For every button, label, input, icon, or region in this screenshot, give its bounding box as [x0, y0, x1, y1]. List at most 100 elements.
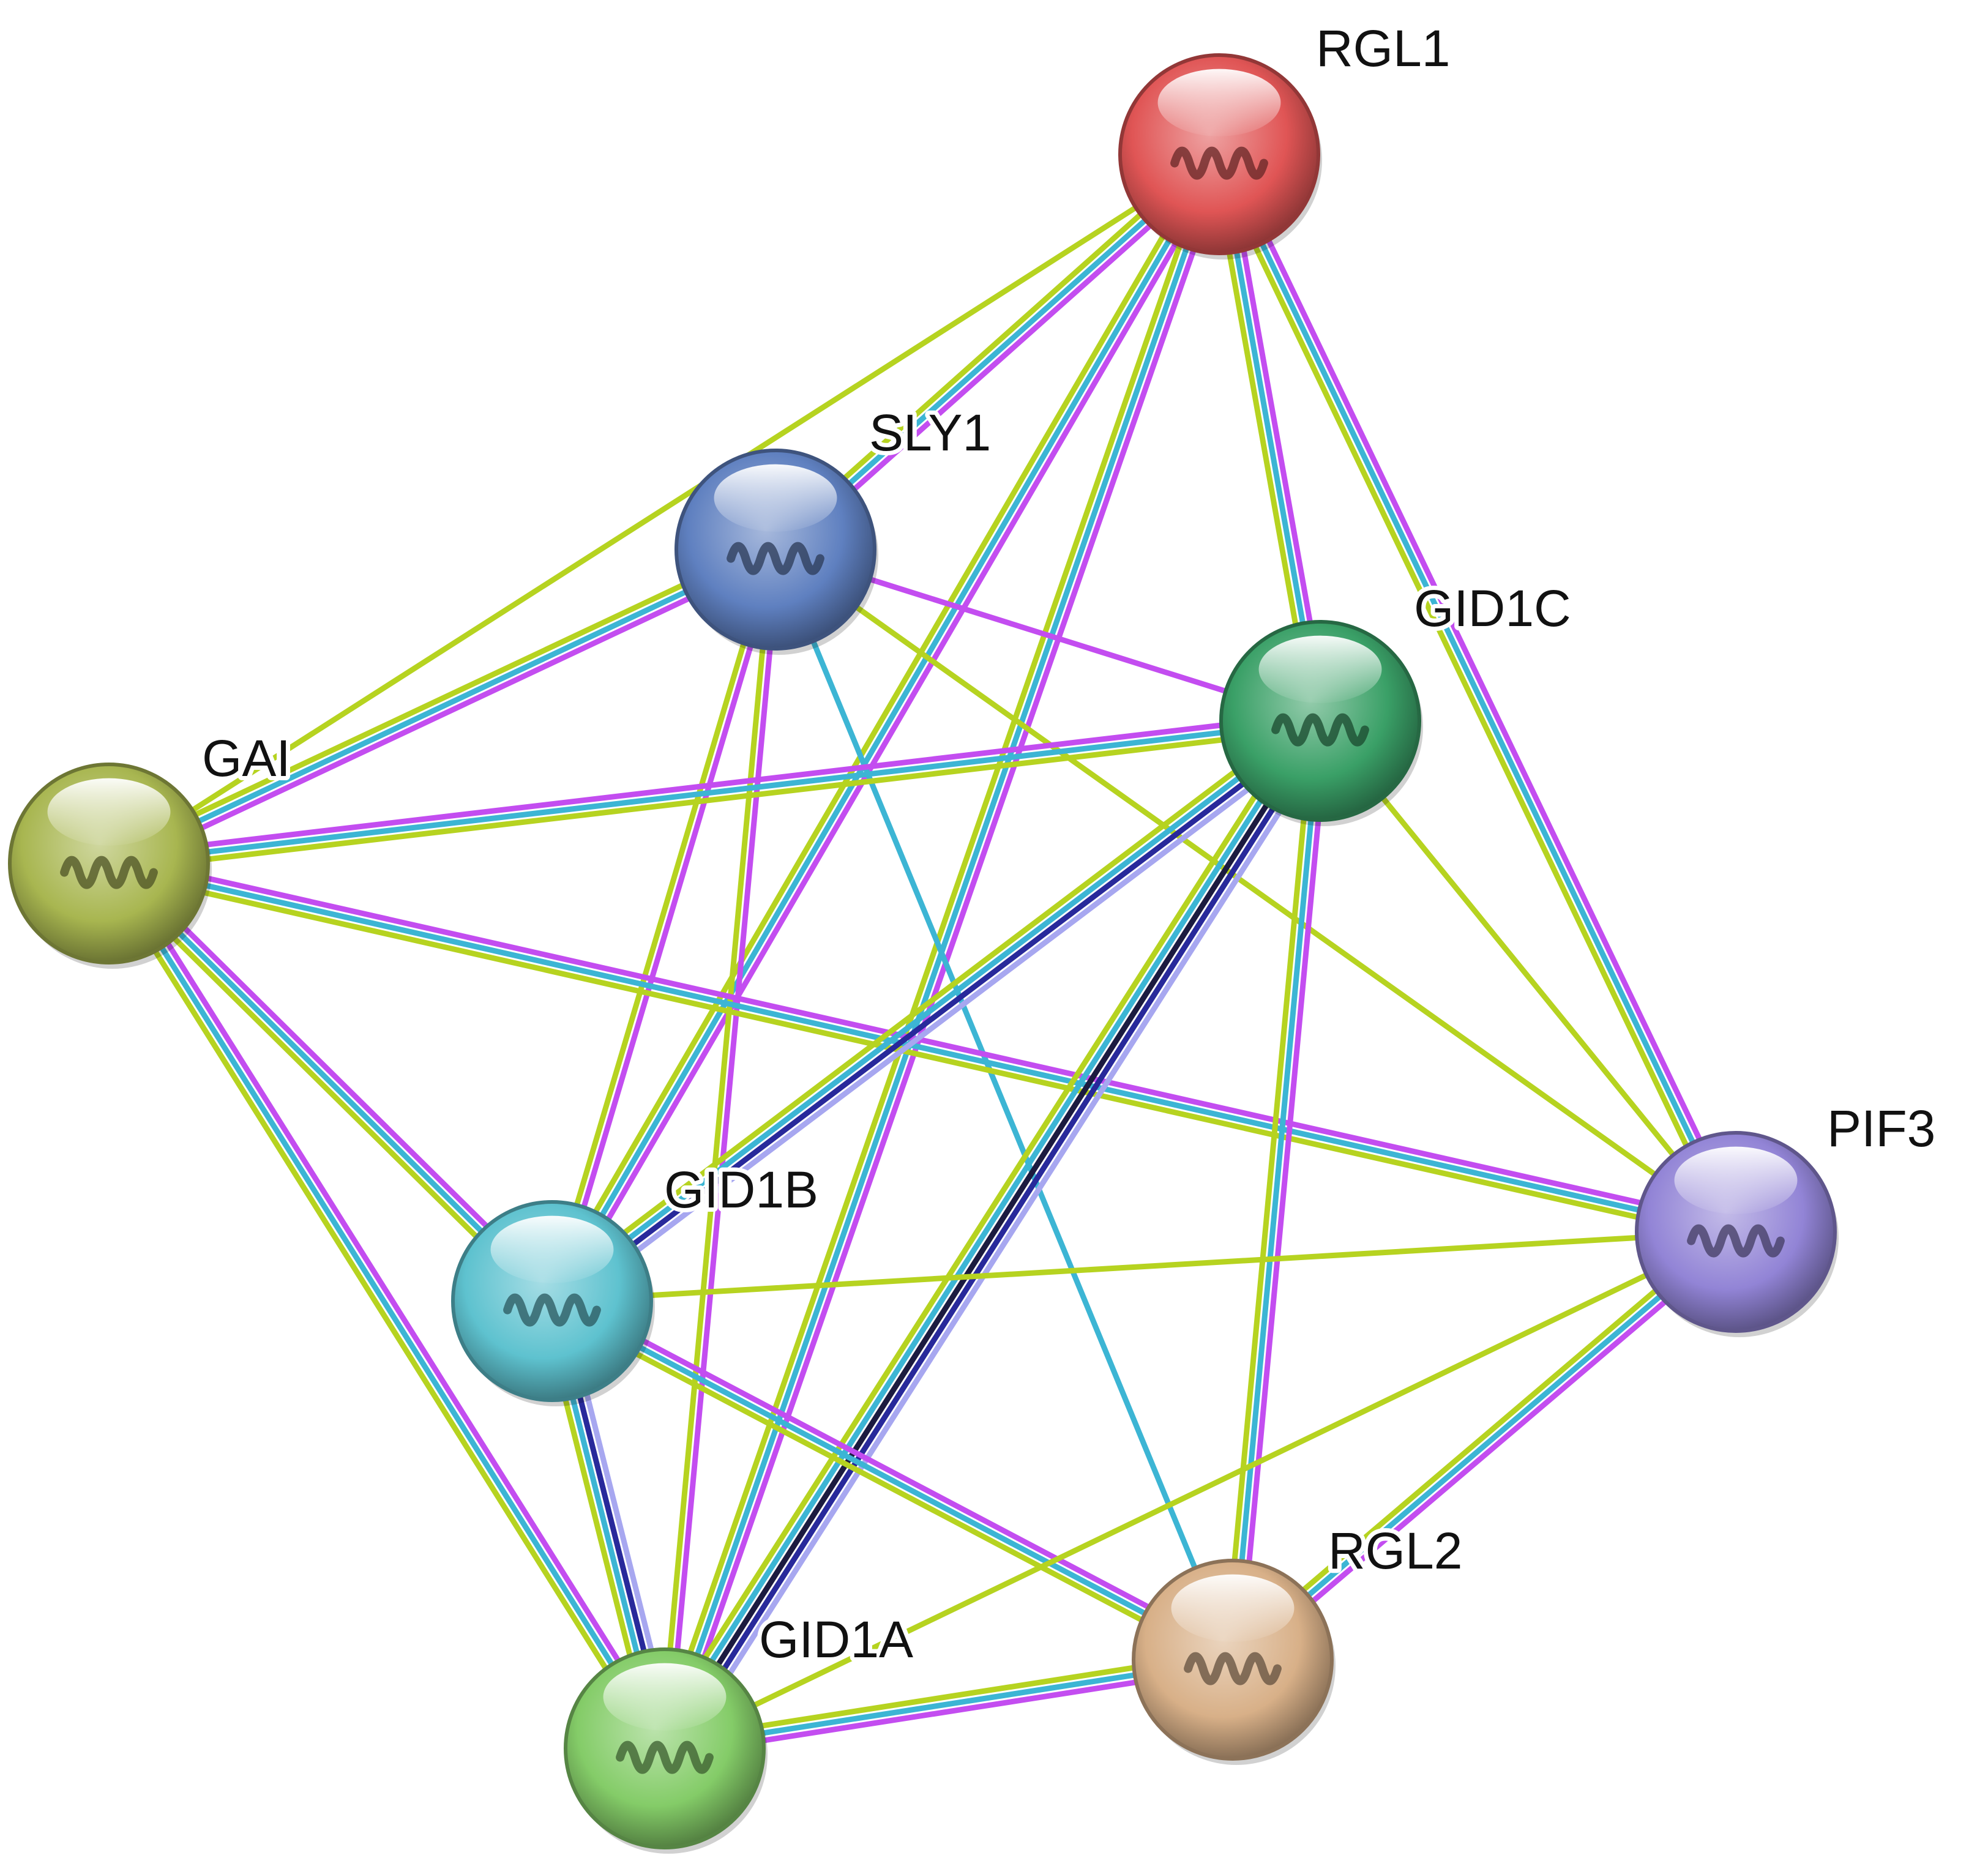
node-pif3[interactable] [1635, 1131, 1839, 1337]
evidence-line-homology [557, 727, 1329, 1312]
protein-structure-icon [60, 856, 158, 889]
node-label-gai: GAI [202, 729, 291, 787]
node-label-gid1a: GID1A [759, 1611, 913, 1668]
evidence-line-gene-fusion [553, 550, 782, 1303]
evidence-line-database [106, 862, 667, 1750]
edge-gid1c-pif3[interactable] [1318, 719, 1738, 1234]
protein-structure-icon [1271, 713, 1369, 747]
evidence-line-textmining [104, 540, 774, 860]
evidence-line-gene-fusion [1223, 149, 1745, 1230]
evidence-line-gene-fusion [556, 156, 1228, 1307]
node-sly1[interactable] [674, 449, 878, 655]
evidence-line-textmining [663, 1229, 1737, 1751]
evidence-line-textmining [545, 548, 775, 1301]
evidence-line-coexpression [552, 722, 1325, 1307]
protein-structure-icon [616, 1740, 714, 1774]
evidence-line-textmining [1210, 156, 1732, 1237]
edge-gai-gid1c[interactable] [108, 711, 1321, 874]
node-label-rgl2: RGL2 [1328, 1522, 1462, 1580]
evidence-line-gene-fusion [1237, 721, 1331, 1661]
edge-gid1c-rgl2[interactable] [1222, 720, 1331, 1661]
edge-sly1-pif3[interactable] [774, 547, 1738, 1234]
node-gai[interactable] [8, 763, 212, 969]
node-gid1a[interactable] [564, 1647, 768, 1854]
evidence-line-textmining [544, 710, 1315, 1295]
edge-rgl1-pif3[interactable] [1210, 149, 1745, 1237]
node-gid1c[interactable] [1219, 620, 1423, 826]
evidence-line-textmining [650, 711, 1310, 1742]
evidence-line-gene-fusion [108, 711, 1320, 859]
evidence-line-gene-fusion [554, 1292, 1238, 1656]
evidence-line-gene-fusion [665, 550, 782, 1750]
evidence-line-database [656, 715, 1317, 1746]
evidence-line-database [548, 715, 1320, 1300]
edge-pif3-gid1a[interactable] [663, 1229, 1737, 1751]
evidence-line-textmining [774, 547, 1738, 1234]
node-highlight [1674, 1146, 1798, 1214]
protein-structure-icon [727, 542, 824, 575]
evidence-line-gene-fusion [1235, 1235, 1743, 1668]
evidence-line-textmining [1226, 1224, 1733, 1657]
edge-gid1c-gid1b[interactable] [544, 710, 1329, 1312]
evidence-line-database [1231, 1229, 1738, 1662]
node-highlight [603, 1663, 727, 1731]
edge-gai-gid1a[interactable] [100, 858, 674, 1754]
evidence-line-database [1216, 153, 1739, 1233]
evidence-line-database [550, 152, 1222, 1303]
node-label-pif3: PIF3 [1827, 1100, 1935, 1157]
evidence-line-textmining [658, 548, 775, 1748]
evidence-line-textmining [1222, 720, 1316, 1660]
evidence-line-textmining [655, 151, 1215, 1747]
evidence-line-database [108, 718, 1321, 867]
evidence-line-textmining [107, 152, 1221, 866]
evidence-line-textmining [547, 1305, 1231, 1669]
edge-pif3-rgl2[interactable] [1226, 1224, 1743, 1668]
edge-sly1-gai[interactable] [104, 540, 780, 873]
node-label-gid1b: GID1B [664, 1161, 818, 1218]
evidence-line-database [108, 860, 1736, 1235]
edge-gid1b-rgl2[interactable] [547, 1292, 1238, 1669]
protein-structure-icon [1170, 146, 1268, 180]
node-label-gid1c: GID1C [1414, 580, 1571, 637]
evidence-line-database [1230, 720, 1323, 1660]
edge-layer [100, 146, 1745, 1759]
evidence-line-experiment [662, 719, 1323, 1750]
node-highlight [1157, 69, 1281, 136]
node-label-sly1: SLY1 [869, 404, 991, 461]
evidence-line-homology [674, 727, 1335, 1758]
evidence-line-textmining [102, 867, 549, 1308]
evidence-line-textmining [106, 868, 1735, 1242]
evidence-line-textmining [551, 1229, 1736, 1304]
node-rgl1[interactable] [1118, 53, 1322, 259]
evidence-line-textmining [109, 725, 1321, 874]
evidence-line-gene-fusion [110, 853, 1738, 1228]
protein-structure-icon [1687, 1224, 1785, 1258]
evidence-line-database [772, 548, 1236, 1661]
protein-structure-icon [1184, 1652, 1282, 1685]
edge-gid1b-pif3[interactable] [551, 1229, 1736, 1304]
evidence-line-textmining [543, 149, 1216, 1299]
evidence-line-gene-fusion [113, 858, 674, 1746]
edge-sly1-gid1a[interactable] [658, 548, 782, 1750]
edge-rgl1-gai[interactable] [107, 152, 1221, 866]
node-highlight [47, 778, 171, 846]
edge-rgl1-gid1b[interactable] [543, 149, 1228, 1307]
node-layer [8, 53, 1839, 1854]
node-highlight [1258, 635, 1382, 703]
protein-structure-icon [503, 1293, 601, 1327]
evidence-line-gene-fusion [669, 155, 1229, 1752]
evidence-line-textmining [1318, 719, 1738, 1234]
edge-gai-gid1b[interactable] [102, 856, 559, 1308]
edge-gid1c-gid1a[interactable] [650, 711, 1335, 1758]
edge-sly1-gid1b[interactable] [545, 548, 782, 1303]
node-rgl2[interactable] [1132, 1559, 1336, 1765]
node-gid1b[interactable] [451, 1200, 655, 1406]
evidence-line-database [106, 861, 555, 1304]
evidence-line-gene-fusion [111, 553, 780, 873]
edge-gai-pif3[interactable] [106, 853, 1738, 1242]
evidence-line-database [550, 1299, 1235, 1662]
node-label-rgl1: RGL1 [1316, 20, 1450, 77]
edge-sly1-rgl2[interactable] [772, 548, 1236, 1661]
